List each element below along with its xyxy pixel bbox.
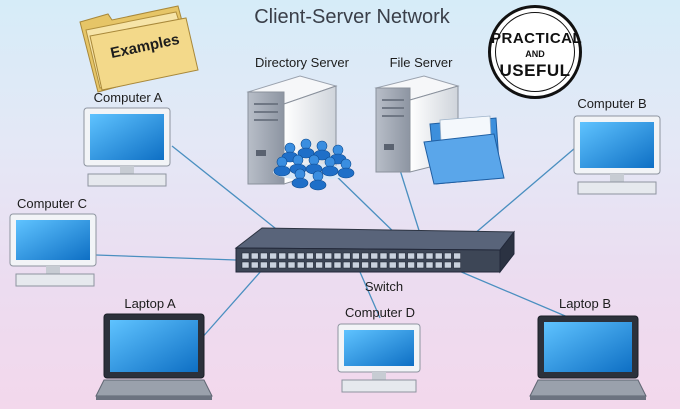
diagram-title: Client-Server Network [254,6,450,28]
laptop-a-icon [95,313,213,400]
blue-folder-icon [423,115,505,185]
cable-computer-b [459,147,576,247]
cable-computer-c [95,254,237,261]
label-computer-b: Computer B [577,96,647,111]
cable-directory-server [329,169,403,241]
label-computer-d: Computer D [344,305,416,320]
label-computer-a: Computer A [93,90,163,105]
cable-laptop-a [199,269,263,341]
practical-useful-badge: PRACTICAL AND USEFUL [488,5,582,99]
label-laptop-b: Laptop B [558,296,612,311]
cable-laptop-b [451,267,571,319]
network-switch-icon [234,227,516,274]
badge-line-3: USEFUL [499,61,571,80]
folder-icon [79,5,199,93]
label-directory-server: Directory Server [255,55,349,70]
computer-a-icon [83,107,171,187]
badge-line-2: AND [525,49,545,59]
label-computer-c: Computer C [16,196,88,211]
badge-line-1: PRACTICAL [491,30,583,47]
label-switch: Switch [364,279,404,294]
computer-d-icon [337,323,421,393]
users-icon [273,138,355,191]
computer-b-icon [573,115,661,195]
cable-file-server [399,169,423,241]
label-file-server: File Server [389,55,453,70]
label-laptop-a: Laptop A [124,296,176,311]
laptop-b-icon [529,315,647,400]
cable-computer-d [359,271,381,319]
computer-c-icon [9,213,97,287]
